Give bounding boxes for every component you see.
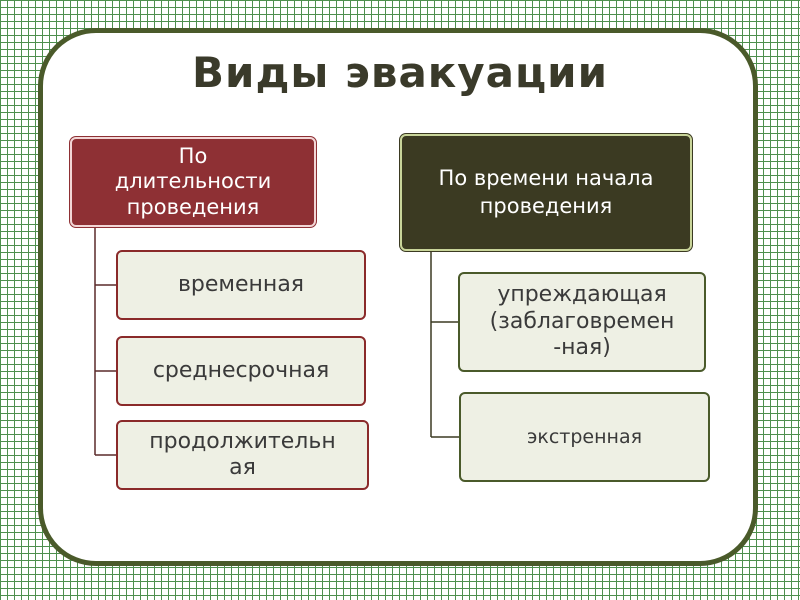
- evacuation-type-label: среднесрочная: [152, 357, 330, 383]
- evacuation-type-label: временная: [177, 271, 305, 297]
- evacuation-type-label: экстренная: [526, 425, 643, 448]
- start-time-category-label: По времени начала проведения: [438, 166, 654, 218]
- duration-category-header: По длительности проведения: [70, 137, 316, 227]
- evacuation-type-long-term: продолжительн ая: [116, 420, 369, 490]
- page-title: Виды эвакуации: [192, 48, 608, 97]
- duration-category-label: По длительности проведения: [114, 144, 272, 219]
- evacuation-type-temporary: временная: [116, 250, 366, 320]
- evacuation-type-emergency: экстренная: [459, 392, 710, 482]
- start-time-category-header: По времени начала проведения: [400, 134, 692, 251]
- evacuation-type-advance: упреждающая (заблаговремен -ная): [458, 272, 706, 372]
- evacuation-type-label: продолжительн ая: [149, 428, 336, 480]
- evacuation-type-medium-term: среднесрочная: [116, 336, 366, 406]
- evacuation-type-label: упреждающая (заблаговремен -ная): [489, 282, 675, 361]
